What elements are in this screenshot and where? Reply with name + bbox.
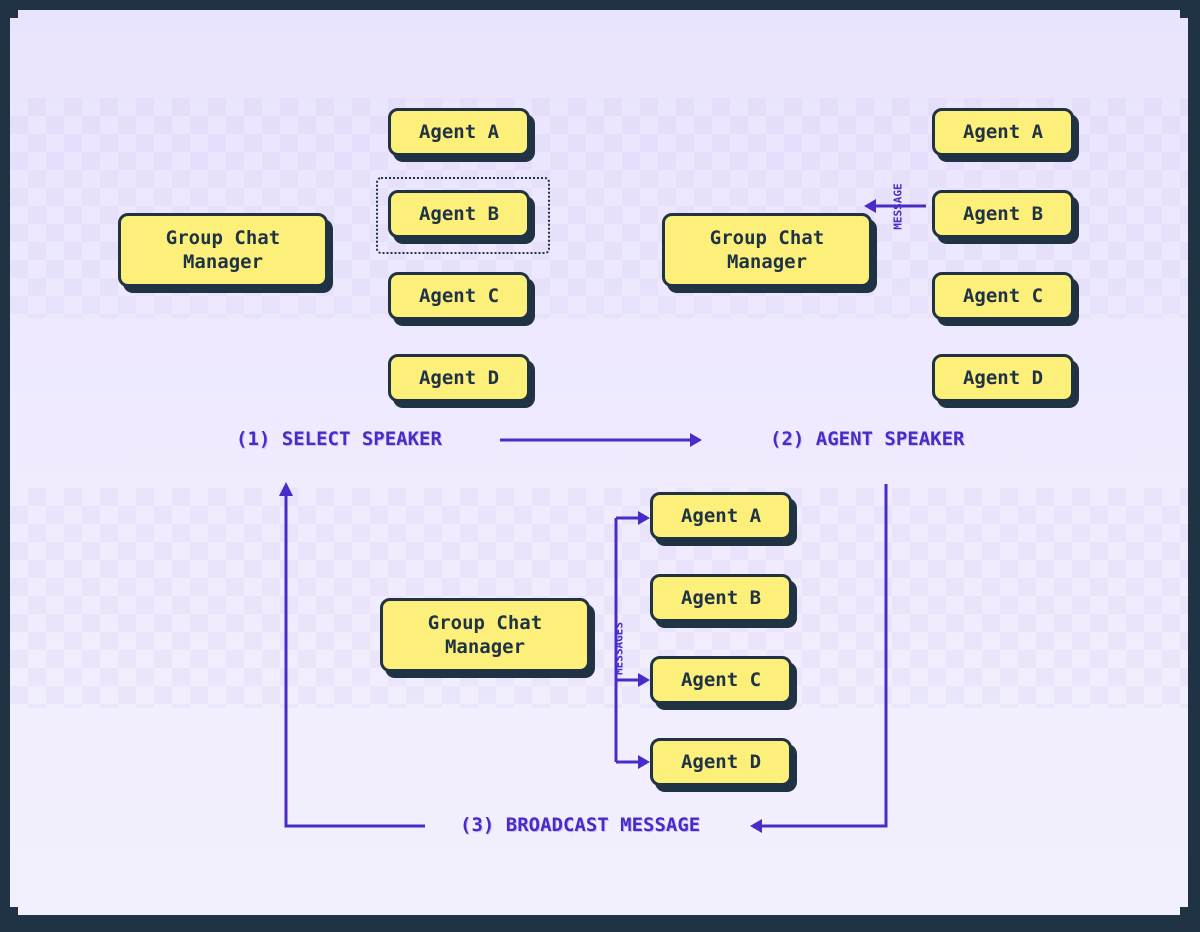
group-chat-manager-3: Group Chat Manager [380, 598, 590, 672]
checker-pattern [10, 488, 1188, 708]
arrowhead [864, 199, 876, 213]
arrow-speaker-to-broadcast [762, 484, 886, 826]
arrowhead [750, 819, 762, 833]
agent-c-1: Agent C [388, 272, 530, 320]
agent-d-3: Agent D [650, 738, 792, 786]
diagram-canvas: Group Chat Manager Agent A Agent B Agent… [10, 10, 1188, 915]
agent-d-1: Agent D [388, 354, 530, 402]
arrowhead [638, 755, 650, 769]
step-label-select-speaker: (1) SELECT SPEAKER [236, 428, 442, 450]
agent-a-3: Agent A [650, 492, 792, 540]
agent-c-3: Agent C [650, 656, 792, 704]
arrow-broadcast-to-select [286, 494, 425, 826]
selected-agent-highlight [376, 177, 550, 254]
step-label-agent-speaker: (2) AGENT SPEAKER [770, 428, 965, 450]
agent-b-1: Agent B [388, 190, 530, 238]
arrowhead [690, 433, 702, 447]
agent-a-1: Agent A [388, 108, 530, 156]
step-label-broadcast-message: (3) BROADCAST MESSAGE [460, 814, 701, 836]
agent-a-2: Agent A [932, 108, 1074, 156]
agent-b-2: Agent B [932, 190, 1074, 238]
arrowhead [279, 482, 293, 496]
agent-b-3: Agent B [650, 574, 792, 622]
arrowhead [638, 673, 650, 687]
arrowhead [638, 511, 650, 525]
group-chat-manager-2: Group Chat Manager [662, 213, 872, 287]
flow-arrows [10, 10, 1188, 915]
agent-c-2: Agent C [932, 272, 1074, 320]
group-chat-manager-1: Group Chat Manager [118, 213, 328, 287]
agent-d-2: Agent D [932, 354, 1074, 402]
